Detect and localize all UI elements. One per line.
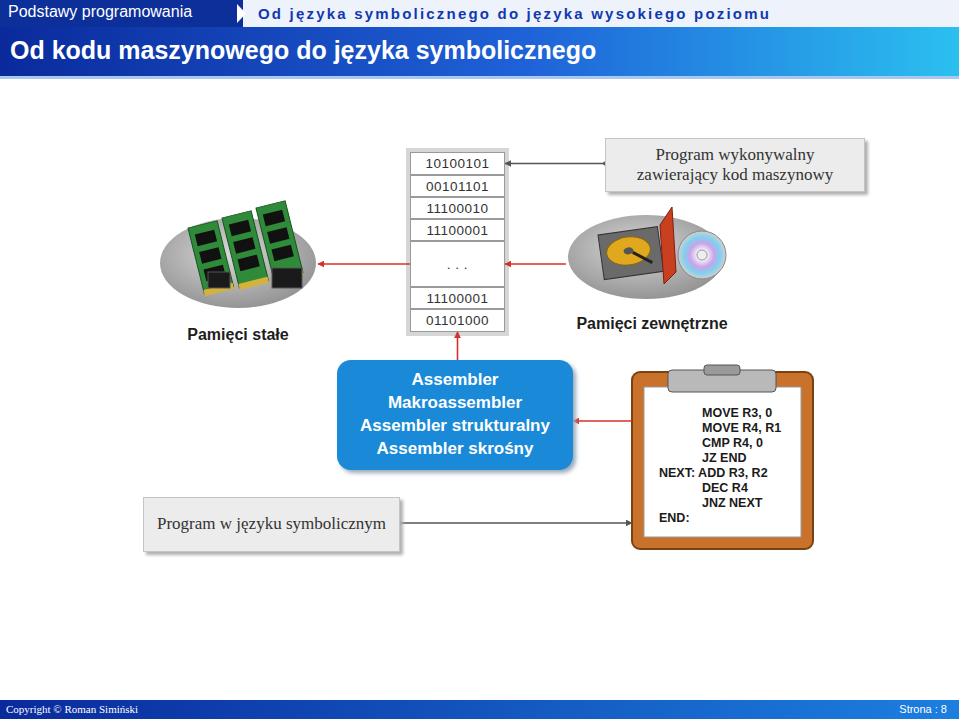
caption-box: Program wykonywalny zawierający kod masz… <box>605 138 865 192</box>
node-text: Pamięci zewnętrzne <box>576 315 727 333</box>
section-name: Od języka symbolicznego do języka wysoki… <box>258 5 771 22</box>
header-tab <box>0 0 243 27</box>
memory-cell: 01101000 <box>410 309 505 332</box>
machine-word: 00101101 <box>426 179 489 194</box>
connector-arrow <box>457 332 459 360</box>
memory-cell: 11100001 <box>410 287 505 309</box>
title-band <box>0 27 959 76</box>
code-line: MOVE R3, 0 <box>702 406 772 421</box>
code-line: NEXT: ADD R3, R2 <box>659 466 768 481</box>
code-line: MOVE R4, R1 <box>702 421 781 436</box>
machine-word: . . . <box>447 257 468 272</box>
machine-word: 10100101 <box>425 156 489 171</box>
connector-arrow <box>505 263 566 265</box>
memory-cell: 11100010 <box>410 197 505 219</box>
machine-word: 01101000 <box>426 313 489 328</box>
connector-arrow <box>505 163 605 165</box>
node-text: Program w języku symbolicznym <box>157 514 386 534</box>
slide-title: Od kodu maszynowego do języka symboliczn… <box>10 36 596 65</box>
machine-word: 11100001 <box>426 291 488 306</box>
code-line: CMP R4, 0 <box>702 436 763 451</box>
footer-bar <box>0 700 959 719</box>
machine-word: 11100001 <box>426 223 488 238</box>
course-name: Podstawy programowania <box>8 3 192 21</box>
title-rule <box>0 76 959 79</box>
external-memory: Pamięci zewnętrzne <box>566 207 738 333</box>
copyright: Copyright © Roman Simiński <box>6 703 138 715</box>
node-text: Assembler skrośny <box>377 438 534 461</box>
connector-arrow <box>573 420 632 422</box>
rom-memory: Pamięci stałe <box>158 212 318 344</box>
memory-cell: 10100101 <box>410 152 505 175</box>
storage-devices <box>598 207 726 284</box>
node-text: Assembler <box>412 369 499 392</box>
node-text: Assembler strukturalny <box>360 415 550 438</box>
page-number: Strona : 8 <box>899 703 947 715</box>
storage-platform <box>568 215 724 299</box>
memory-gap: . . . <box>410 241 505 287</box>
header-arrow <box>237 4 246 23</box>
code-line: JNZ NEXT <box>702 496 762 511</box>
code-line: DEC R4 <box>702 481 748 496</box>
memory-cell: 00101101 <box>410 175 505 197</box>
connector-arrow <box>318 263 410 265</box>
code-clipboard: MOVE R3, 0MOVE R4, R1CMP R4, 0JZ ENDNEXT… <box>632 372 813 549</box>
node-text: Pamięci stałe <box>187 326 288 344</box>
connector-arrow <box>400 522 632 524</box>
machine-word: 11100010 <box>426 201 488 216</box>
code-line: JZ END <box>702 451 746 466</box>
header-bar <box>0 0 959 27</box>
disk-case <box>660 207 676 284</box>
node-text: Makroassembler <box>388 392 522 415</box>
clipboard <box>632 365 813 549</box>
memory-column <box>406 148 509 336</box>
node-text: Program wykonywalny zawierający kod masz… <box>616 145 854 186</box>
code-line: END: <box>659 511 690 526</box>
rom-modules <box>188 201 303 296</box>
caption-box: Program w języku symbolicznym <box>143 497 400 552</box>
memory-cell: 11100001 <box>410 219 505 241</box>
assembler-box: AssemblerMakroassemblerAssembler struktu… <box>337 360 573 470</box>
